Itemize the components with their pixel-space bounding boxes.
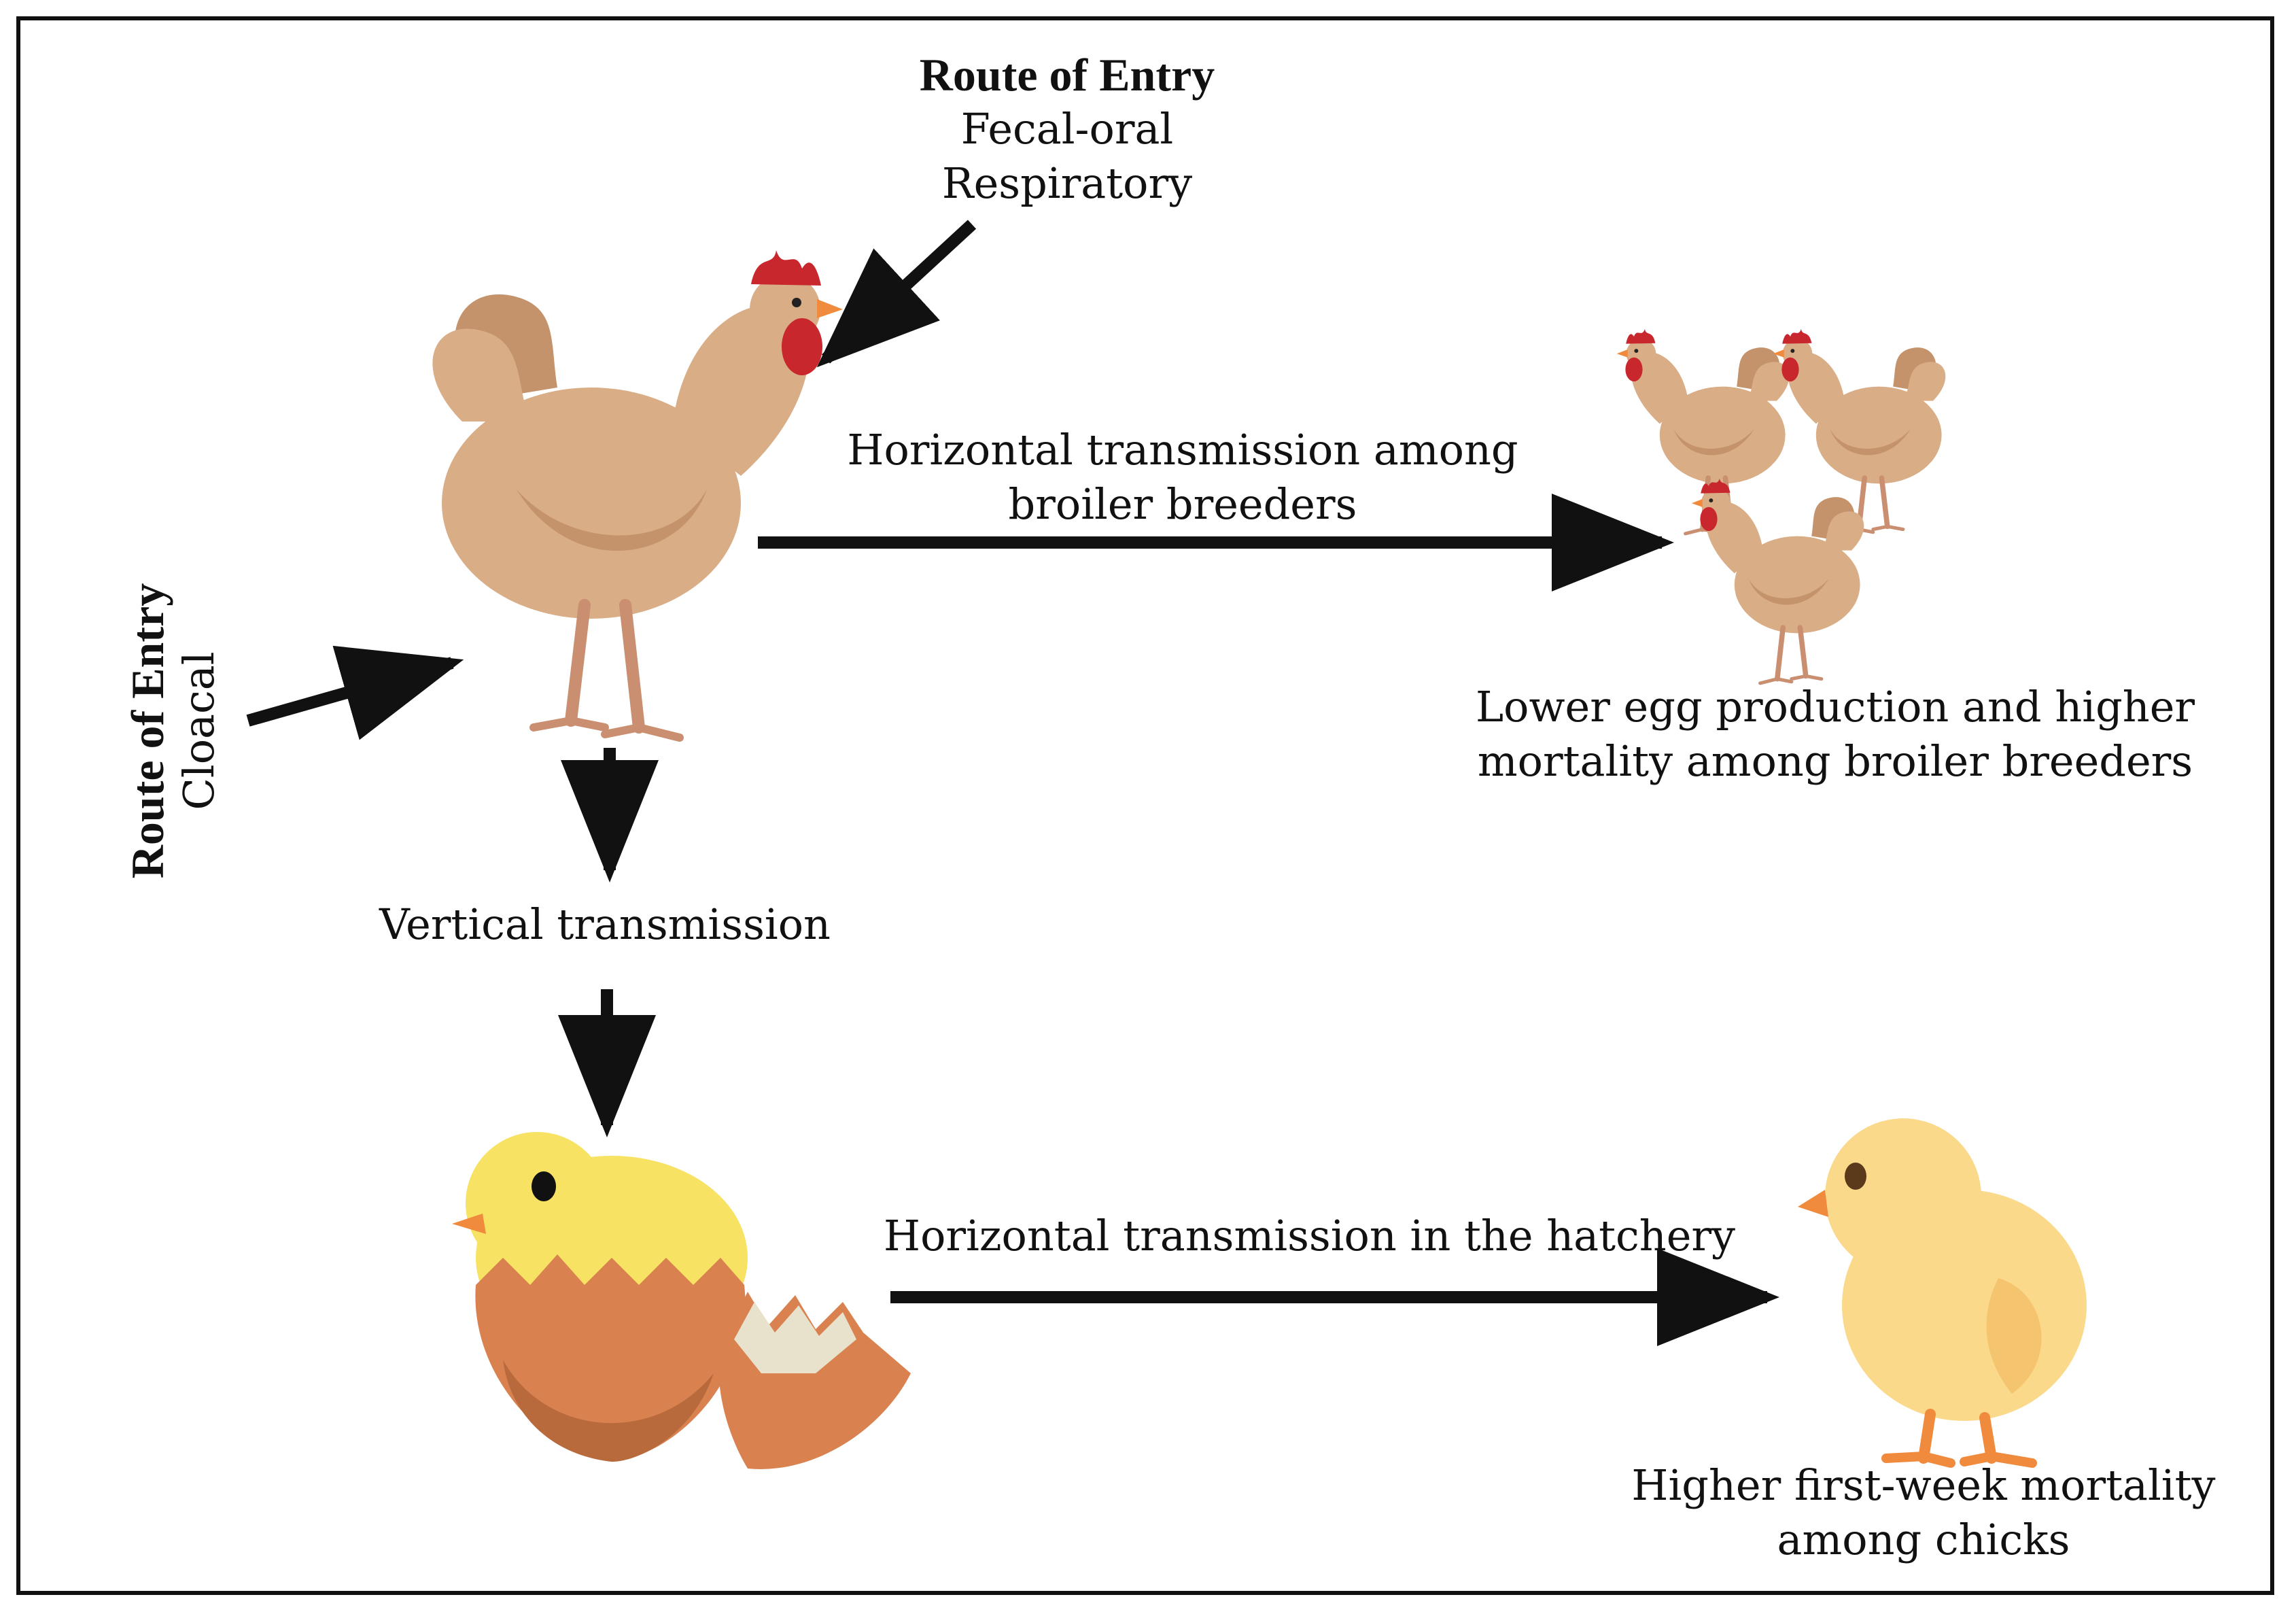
route-top-respiratory: Respiratory bbox=[941, 158, 1193, 208]
horizontal-transmission-breeders-label: Horizontal transmission among broiler br… bbox=[829, 423, 1536, 532]
chick-outcome-line-2: among chicks bbox=[1777, 1515, 2070, 1564]
hen-icon bbox=[432, 250, 843, 738]
arrow-route-left bbox=[246, 645, 464, 740]
horizontal-breeders-line-1: Horizontal transmission among bbox=[847, 425, 1518, 475]
route-of-entry-top: Route of Entry Fecal-oral Respiratory bbox=[856, 48, 1278, 211]
route-of-entry-left: Route of Entry Cloacal bbox=[122, 574, 225, 887]
horizontal-hatchery-text: Horizontal transmission in the hatchery bbox=[884, 1211, 1736, 1260]
horizontal-breeders-line-2: broiler breeders bbox=[1008, 479, 1357, 529]
breeder-outcome-line-1: Lower egg production and higher bbox=[1475, 682, 2195, 732]
vertical-transmission-label: Vertical transmission bbox=[374, 897, 836, 952]
chick-outcome-line-1: Higher first-week mortality bbox=[1631, 1460, 2216, 1510]
breeder-outcome-line-2: mortality among broiler breeders bbox=[1477, 736, 2193, 786]
hen-flock-icon bbox=[1617, 329, 1946, 683]
arrows bbox=[246, 220, 1779, 1346]
route-top-heading: Route of Entry bbox=[919, 49, 1215, 101]
arrow-route-top bbox=[816, 220, 977, 368]
breeder-outcome-label: Lower egg production and higher mortalit… bbox=[1441, 680, 2229, 789]
vertical-transmission-text: Vertical transmission bbox=[379, 899, 831, 949]
horizontal-transmission-hatchery-label: Horizontal transmission in the hatchery bbox=[884, 1209, 1736, 1263]
chick-icon bbox=[1798, 1118, 2087, 1468]
route-left-heading: Route of Entry bbox=[122, 583, 173, 879]
route-top-fecal-oral: Fecal-oral bbox=[960, 104, 1174, 154]
hatching-chick-icon bbox=[452, 1132, 911, 1469]
route-left-cloacal: Cloacal bbox=[174, 651, 224, 810]
chick-outcome-label: Higher first-week mortality among chicks bbox=[1604, 1458, 2243, 1567]
